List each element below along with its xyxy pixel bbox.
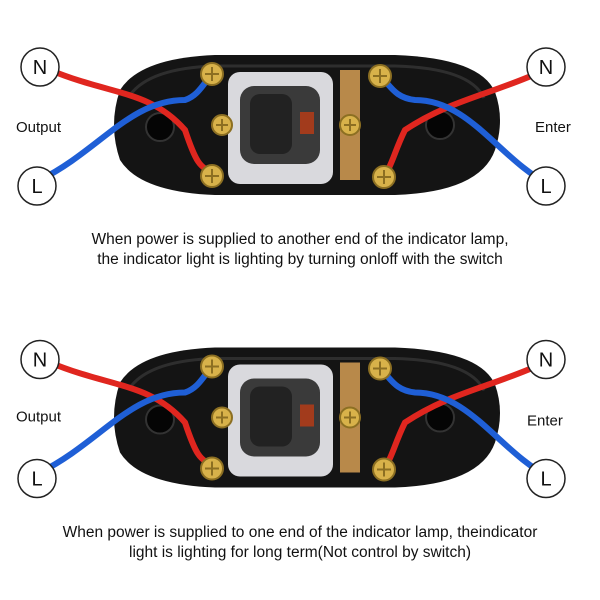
switch-diagram-2: N L N L Output Enter <box>16 339 566 499</box>
terminal-screw <box>200 62 224 86</box>
neutral-wire-right <box>382 67 548 178</box>
node-n-left: N <box>33 57 47 79</box>
terminal-screw <box>211 406 233 429</box>
live-wire-left <box>37 72 215 183</box>
node-l-right: L <box>540 469 551 491</box>
terminal-screw <box>372 457 396 482</box>
caption-2-line-1: When power is supplied to one end of the… <box>62 524 538 541</box>
node-n-right: N <box>539 57 553 79</box>
node-l-left: L <box>31 469 42 491</box>
enter-label: Enter <box>527 413 563 430</box>
terminal-screw <box>211 114 233 136</box>
caption-1: When power is supplied to another end of… <box>0 230 600 270</box>
terminal-screw <box>368 356 392 381</box>
terminal-screw <box>200 456 224 481</box>
terminal-screw <box>339 406 361 429</box>
caption-1-line-2: the indicator light is lighting by turni… <box>97 251 503 268</box>
caption-2-line-2: light is lighting for long term(Not cont… <box>129 544 471 561</box>
terminal-screw <box>339 114 361 136</box>
wiring-diagram-1: N L N L Output Enter When power is suppl… <box>0 47 600 270</box>
neutral-wire-left <box>47 359 218 468</box>
switch-diagram-1: N L N L Output Enter <box>16 47 571 206</box>
live-wire-right <box>379 367 553 481</box>
caption-1-line-1: When power is supplied to another end of… <box>91 231 509 248</box>
output-label: Output <box>16 409 62 426</box>
output-label: Output <box>16 119 62 136</box>
screw-hole-left <box>145 112 175 142</box>
live-wire-right <box>379 75 553 188</box>
terminal-screw <box>372 165 396 189</box>
node-l-right: L <box>540 176 551 198</box>
live-wire-left <box>37 364 215 476</box>
caption-2: When power is supplied to one end of the… <box>0 523 600 563</box>
enter-label: Enter <box>535 119 571 136</box>
terminal-screw <box>200 354 224 379</box>
screw-hole-left <box>145 404 175 435</box>
wiring-diagram-2: N L N L Output Enter When power is suppl… <box>0 285 600 600</box>
node-l-left: L <box>31 176 42 198</box>
node-n-left: N <box>33 350 47 372</box>
node-n-right: N <box>539 350 553 372</box>
terminal-screw <box>200 164 224 188</box>
terminal-screw <box>368 64 392 88</box>
neutral-wire-right <box>382 359 548 471</box>
neutral-wire-left <box>47 67 218 175</box>
